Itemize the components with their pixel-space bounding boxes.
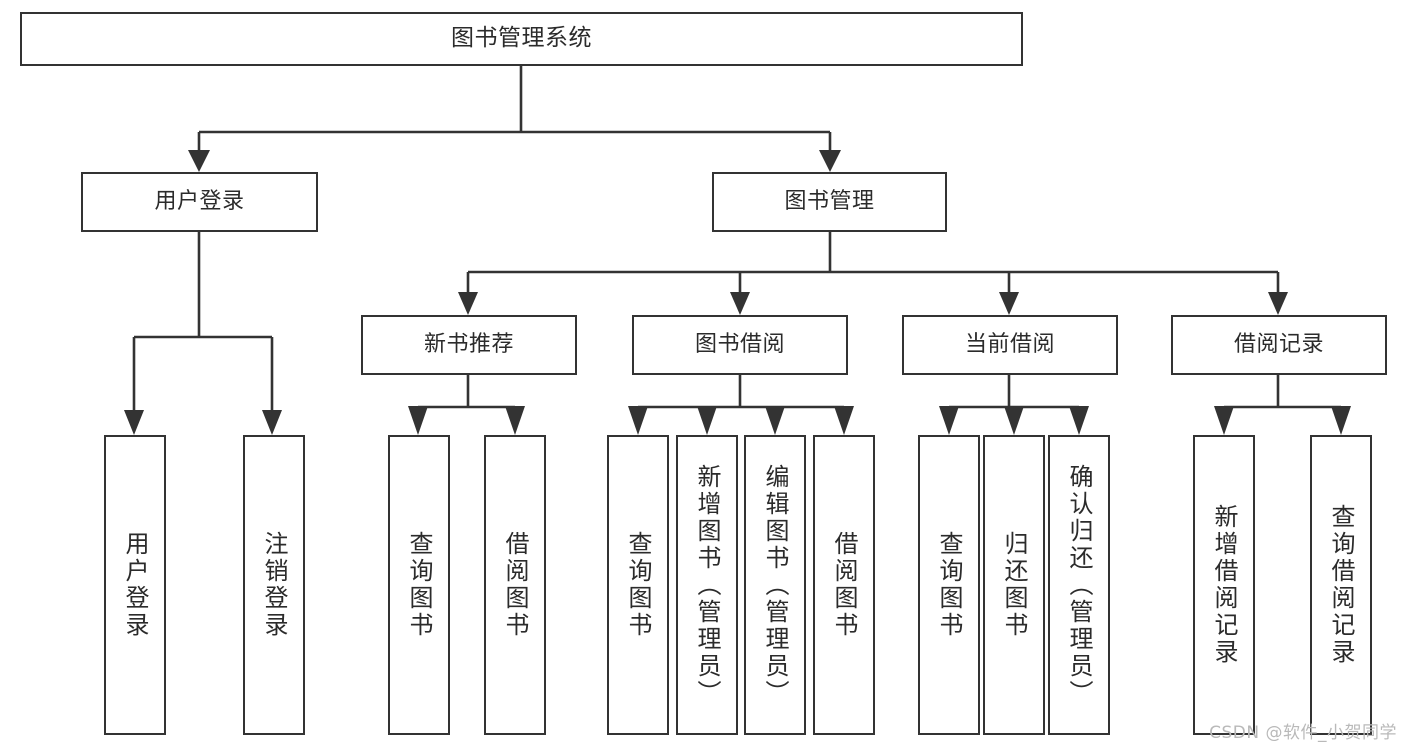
node-book-borrow[interactable]: 图书借阅 [632,315,848,375]
arrow-leaf-borrow-book-new [505,406,525,435]
node-label: 用户登录 [121,531,149,639]
node-label: 确认归还（管理员） [1065,463,1093,707]
node-user-login[interactable]: 用户登录 [81,172,318,232]
node-new-book-recommend[interactable]: 新书推荐 [361,315,577,375]
arrow-book-borrow [730,292,750,315]
leaf-user-logout[interactable]: 注销登录 [243,435,305,735]
node-borrow-record[interactable]: 借阅记录 [1171,315,1387,375]
node-label: 查询图书 [624,531,652,639]
node-label: 归还图书 [1000,531,1028,639]
node-label: 图书管理系统 [451,25,592,52]
node-label: 图书管理 [784,189,875,215]
node-label: 注销登录 [260,531,288,639]
arrow-leaf-edit-book [765,406,785,435]
arrow-leaf-user-login [124,410,144,435]
node-current-borrow[interactable]: 当前借阅 [902,315,1118,375]
leaf-user-login[interactable]: 用户登录 [104,435,166,735]
node-root-图书管理系统[interactable]: 图书管理系统 [20,12,1023,66]
node-book-manage[interactable]: 图书管理 [712,172,947,232]
node-label: 查询图书 [935,531,963,639]
node-label: 查询借阅记录 [1327,504,1355,666]
node-label: 借阅图书 [830,531,858,639]
leaf-query-borrow-record[interactable]: 查询借阅记录 [1310,435,1372,735]
leaf-confirm-return[interactable]: 确认归还（管理员） [1048,435,1110,735]
node-label: 新增图书（管理员） [693,463,721,707]
arrow-new-book-recommend [458,292,478,315]
leaf-borrow-book[interactable]: 借阅图书 [813,435,875,735]
leaf-query-book-current[interactable]: 查询图书 [918,435,980,735]
node-label: 新增借阅记录 [1210,504,1238,666]
arrow-leaf-query-book-new [408,406,428,435]
arrow-user-login [188,150,210,172]
arrow-book-manage [819,150,841,172]
arrow-current-borrow [999,292,1019,315]
node-label: 图书借阅 [694,332,785,358]
arrow-leaf-query-borrow-record [1331,406,1351,435]
leaf-add-book[interactable]: 新增图书（管理员） [676,435,738,735]
arrowhead-layer [124,150,1351,435]
arrow-leaf-return-book [1004,406,1024,435]
leaf-borrow-book-new[interactable]: 借阅图书 [484,435,546,735]
arrow-leaf-query-book-current [939,406,959,435]
arrow-leaf-query-book-borrow [628,406,648,435]
node-label: 用户登录 [154,189,245,215]
leaf-query-book-borrow[interactable]: 查询图书 [607,435,669,735]
node-label: 编辑图书（管理员） [761,463,789,707]
arrow-leaf-add-borrow-record [1214,406,1234,435]
node-label: 借阅图书 [501,531,529,639]
leaf-return-book[interactable]: 归还图书 [983,435,1045,735]
arrow-leaf-add-book [697,406,717,435]
node-label: 查询图书 [405,531,433,639]
arrow-leaf-borrow-book [834,406,854,435]
csdn-watermark: CSDN @软件_小贺同学 [1209,723,1397,743]
node-label: 借阅记录 [1233,332,1324,358]
node-label: 新书推荐 [423,332,514,358]
leaf-query-book-new[interactable]: 查询图书 [388,435,450,735]
leaf-add-borrow-record[interactable]: 新增借阅记录 [1193,435,1255,735]
leaf-edit-book[interactable]: 编辑图书（管理员） [744,435,806,735]
arrow-leaf-user-logout [262,410,282,435]
arrow-borrow-record [1268,292,1288,315]
arrow-leaf-confirm-return [1069,406,1089,435]
node-label: 当前借阅 [964,332,1055,358]
